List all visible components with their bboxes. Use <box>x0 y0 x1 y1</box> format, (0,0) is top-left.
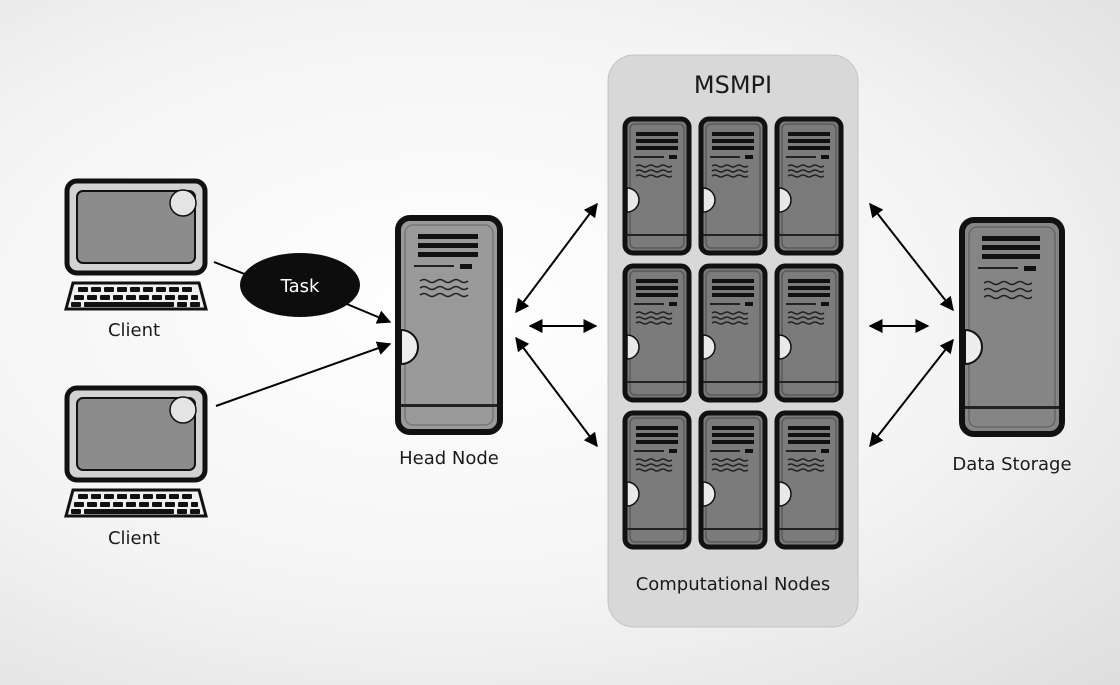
server-icon <box>701 413 765 547</box>
server-icon <box>777 119 841 253</box>
head-to-nodes-up-arrow <box>515 202 598 314</box>
data-storage-label: Data Storage <box>952 454 1071 475</box>
server-icon <box>777 413 841 547</box>
msmpi-title: MSMPI <box>694 71 772 99</box>
client-bottom-arrow <box>215 341 392 407</box>
computational-nodes-grid <box>625 119 841 547</box>
nodes-to-storage-down-arrow <box>869 338 954 448</box>
server-icon <box>625 119 689 253</box>
server-icon <box>625 266 689 400</box>
nodes-to-storage-up-arrow <box>869 202 954 312</box>
server-icon <box>777 266 841 400</box>
client-bottom: Client <box>66 388 206 549</box>
head-to-nodes-down-arrow <box>515 336 598 448</box>
client-top: Client <box>66 181 206 341</box>
server-icon <box>701 119 765 253</box>
server-icon <box>701 266 765 400</box>
desktop-computer-icon <box>66 388 206 516</box>
task-bubble: Task <box>240 253 360 317</box>
head-node-label: Head Node <box>399 448 499 469</box>
computational-nodes-caption: Computational Nodes <box>636 574 831 595</box>
desktop-computer-icon <box>66 181 206 309</box>
client-label: Client <box>108 320 160 341</box>
task-label: Task <box>280 276 320 297</box>
task-to-head-arrow <box>341 301 392 324</box>
data-storage: Data Storage <box>952 217 1072 475</box>
server-icon <box>625 413 689 547</box>
client-label: Client <box>108 528 160 549</box>
head-node: Head Node <box>395 215 503 469</box>
